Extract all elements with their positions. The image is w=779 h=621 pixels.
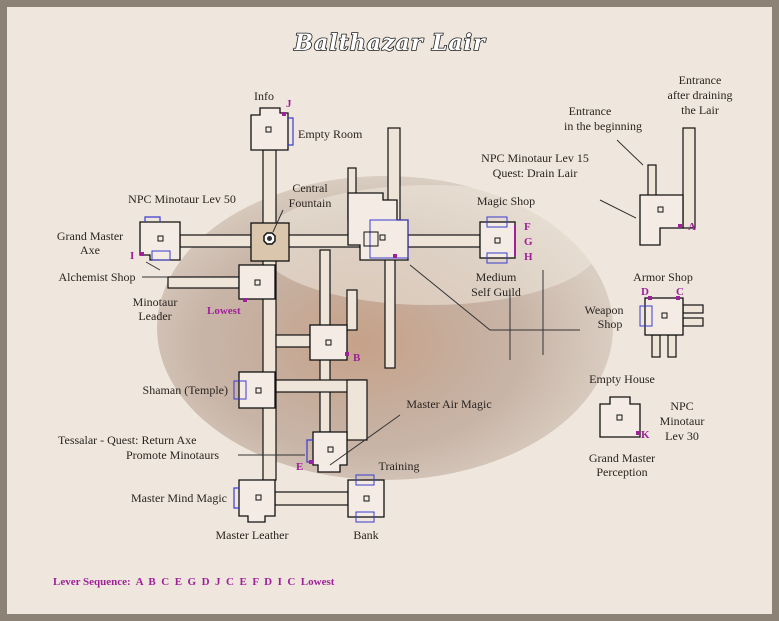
label-minotaur-leader-1: Minotaur	[133, 295, 178, 309]
map-labels: Info Empty Room NPC Minotaur Lev 50 Cent…	[57, 73, 733, 542]
lever-h: H	[524, 251, 533, 263]
label-npc-minotaur-30-2: Minotaur	[660, 414, 705, 428]
label-empty-house: Empty House	[589, 372, 655, 386]
label-entrance-after-3: the Lair	[681, 103, 719, 117]
lever-b: B	[353, 352, 361, 364]
label-weapon-shop-1: Weapon	[584, 303, 623, 317]
lever-e: E	[296, 461, 303, 473]
lever-i: I	[130, 250, 134, 262]
label-alchemist-shop: Alchemist Shop	[59, 270, 136, 284]
lever-sequence: Lever Sequence: A B C E G D J C E F D I …	[53, 576, 335, 588]
label-gm-axe-1: Grand Master	[57, 229, 123, 243]
label-central-fountain-1: Central	[292, 181, 328, 195]
label-npc-minotaur-50: NPC Minotaur Lev 50	[128, 192, 236, 206]
room-armor-shop[interactable]	[639, 297, 684, 336]
room-grand-master-axe[interactable]	[139, 216, 181, 261]
room-bank[interactable]	[347, 474, 385, 523]
room-tessalar[interactable]	[306, 431, 348, 473]
label-master-air-magic: Master Air Magic	[406, 397, 491, 411]
label-entrance-begin-1: Entrance	[569, 104, 612, 118]
lever-d: D	[641, 286, 649, 298]
direction-lines	[409, 264, 580, 360]
room-shaman-temple[interactable]	[233, 371, 276, 409]
label-promote-minotaurs: Promote Minotaurs	[126, 448, 219, 462]
label-empty-room: Empty Room	[298, 127, 363, 141]
label-master-mind-magic: Master Mind Magic	[131, 491, 227, 505]
label-entrance-after-1: Entrance	[679, 73, 722, 87]
lever-lowest: Lowest	[207, 305, 241, 317]
label-quest-drain: Quest: Drain Lair	[493, 166, 578, 180]
room-minotaur-leader[interactable]	[238, 264, 276, 300]
label-central-fountain-2: Fountain	[289, 196, 332, 210]
room-master-mind-magic[interactable]	[233, 479, 276, 523]
lever-c: C	[676, 286, 684, 298]
lever-k: K	[641, 429, 650, 441]
lever-markers	[140, 112, 682, 464]
room-b[interactable]	[309, 324, 348, 361]
room-npc-minotaur-15[interactable]	[639, 194, 684, 246]
label-medium-self-2: Self Guild	[471, 285, 521, 299]
map-title: Balthazar Lair	[293, 30, 486, 56]
room-central-fountain[interactable]	[250, 222, 290, 262]
lever-j: J	[286, 98, 292, 110]
label-entrance-after-2: after draining	[668, 88, 733, 102]
label-info: Info	[254, 89, 274, 103]
room-info[interactable]	[250, 107, 294, 151]
lever-a: A	[688, 221, 696, 233]
label-bank: Bank	[353, 528, 378, 542]
label-entrance-begin-2: in the beginning	[564, 119, 642, 133]
room-empty-house[interactable]	[599, 396, 641, 438]
room-central-complex[interactable]	[347, 192, 409, 261]
label-magic-shop: Magic Shop	[477, 194, 535, 208]
label-master-leather: Master Leather	[216, 528, 289, 542]
room-magic-shop[interactable]	[479, 216, 516, 264]
label-armor-shop: Armor Shop	[633, 270, 693, 284]
label-minotaur-leader-2: Leader	[138, 309, 171, 323]
lever-f: F	[524, 221, 531, 233]
lever-g: G	[524, 236, 533, 248]
label-training: Training	[379, 459, 420, 473]
label-medium-self-1: Medium	[476, 270, 517, 284]
label-shaman: Shaman (Temple)	[143, 383, 228, 397]
label-gm-axe-2: Axe	[80, 243, 100, 257]
label-gm-perception-2: Perception	[596, 465, 647, 479]
label-npc-minotaur-30-3: Lev 30	[665, 429, 699, 443]
label-npc-minotaur-30-1: NPC	[670, 399, 693, 413]
label-weapon-shop-2: Shop	[598, 317, 623, 331]
pointer-arrows	[142, 139, 644, 466]
label-npc-minotaur-15: NPC Minotaur Lev 15	[481, 151, 589, 165]
label-tessalar: Tessalar - Quest: Return Axe	[58, 433, 196, 447]
lever-labels: J I Lowest F G H A D C K B E Lever Seque…	[53, 98, 696, 588]
label-gm-perception-1: Grand Master	[589, 451, 655, 465]
